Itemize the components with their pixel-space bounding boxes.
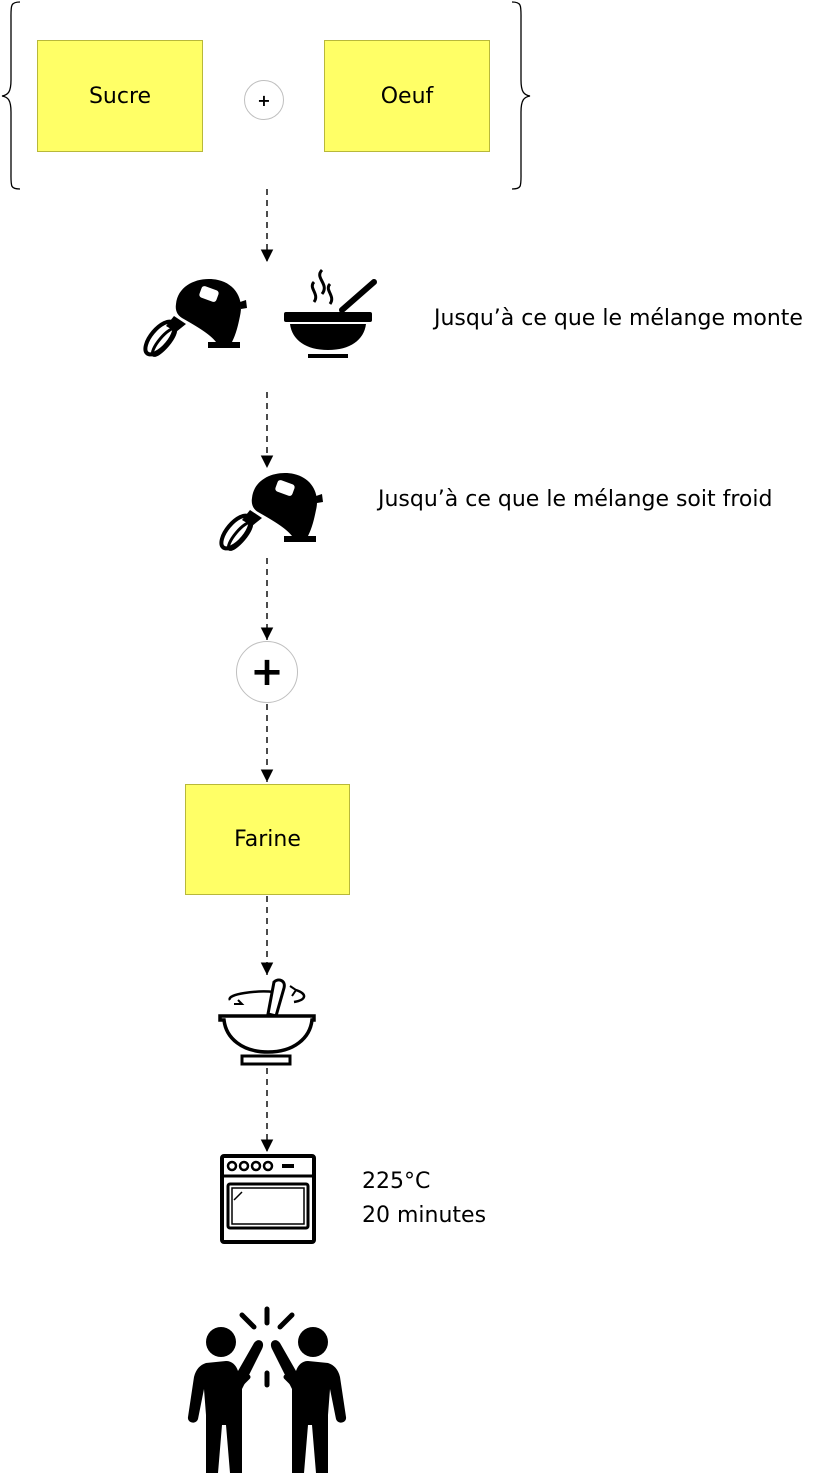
whisk-cool-note: Jusqu’à ce que le mélange soit froid xyxy=(378,487,773,512)
plus-operator-small: + xyxy=(244,80,284,120)
stirring-bowl-icon xyxy=(218,978,316,1066)
right-brace xyxy=(511,1,531,190)
ingredient-egg-label: Oeuf xyxy=(380,83,434,109)
ingredient-sugar-label: Sucre xyxy=(88,83,152,109)
high-five-icon xyxy=(187,1306,347,1473)
plus-operator-large: + xyxy=(236,641,298,703)
oven-icon xyxy=(220,1154,316,1244)
bake-time: 20 minutes xyxy=(362,1203,487,1228)
hand-mixer-icon xyxy=(143,279,247,357)
whisk-heat-note: Jusqu’à ce que le mélange monte xyxy=(434,306,803,331)
plus-symbol: + xyxy=(257,90,271,110)
ingredient-flour: Farine xyxy=(185,784,350,895)
hand-mixer-icon xyxy=(219,473,323,551)
bake-temperature: 225°C xyxy=(362,1169,431,1194)
ingredient-flour-label: Farine xyxy=(234,827,301,852)
plus-symbol-large: + xyxy=(250,649,284,695)
left-brace xyxy=(1,1,21,190)
hot-bowl-icon xyxy=(284,268,377,358)
ingredient-egg: Oeuf xyxy=(324,40,490,152)
ingredient-sugar: Sucre xyxy=(37,40,203,152)
